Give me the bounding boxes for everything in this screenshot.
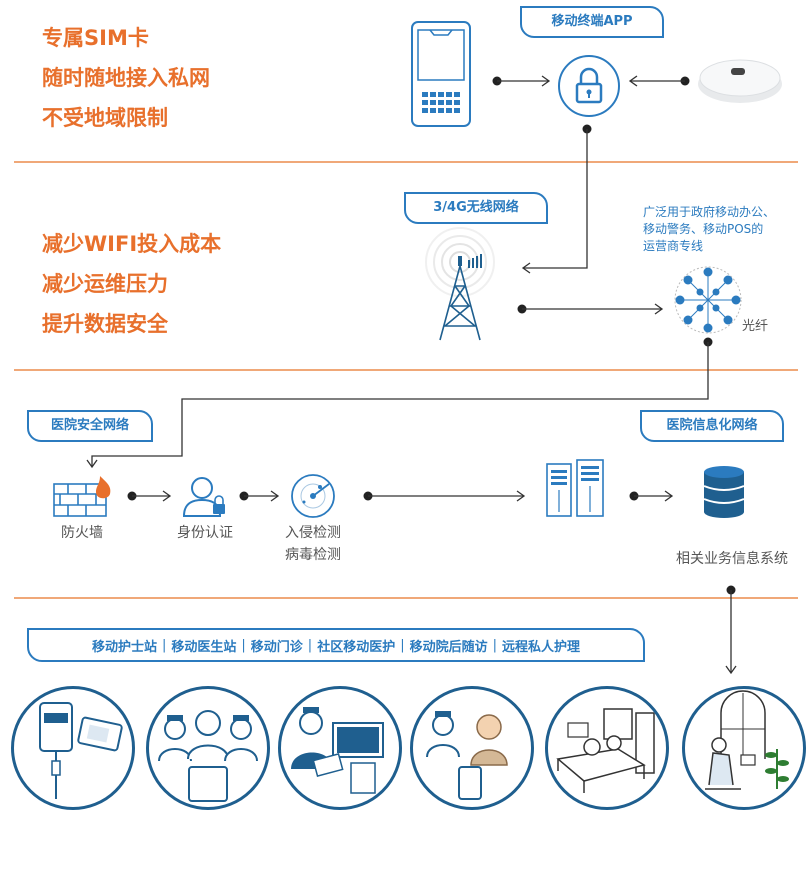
fiber-label: 光纤 <box>742 319 769 334</box>
identity-auth-icon <box>182 477 225 517</box>
followup-scene-icon <box>556 708 655 793</box>
firewall-label: 防火墙 <box>61 525 103 541</box>
connector-fiber-firewall <box>86 337 713 469</box>
server-rack-icon <box>546 459 604 517</box>
scene-outpatient <box>278 686 402 810</box>
cell-tower-icon <box>425 227 495 341</box>
divider-1 <box>14 161 798 163</box>
community-care-scene-icon <box>426 711 508 800</box>
scene-remote-care <box>682 686 806 810</box>
info-system-label: 相关业务信息系统 <box>676 551 788 567</box>
connector-server-database <box>629 490 674 502</box>
iv-drip-scene-icon <box>39 702 123 799</box>
divider-3 <box>14 597 798 599</box>
tag-mobile-app: 移动终端APP <box>520 6 664 38</box>
medical-staff-scene-icon <box>158 710 258 802</box>
identity-label: 身份认证 <box>177 525 233 541</box>
tag-hospital-info: 医院信息化网络 <box>640 410 784 442</box>
scene-nurse-station <box>11 686 135 810</box>
fiber-note-2: 移动警务、移动POS的 <box>643 222 764 236</box>
scene-community-care <box>410 686 534 810</box>
wifi-note-2: 减少运维压力 <box>42 272 168 296</box>
services-bar: 移动护士站| 移动医生站| 移动门诊| 社区移动医护| 移动院后随访| 远程私人… <box>27 628 645 662</box>
phone-icon <box>411 21 471 127</box>
service-nurse-station[interactable]: 移动护士站 <box>91 639 157 655</box>
sim-note-3: 不受地域限制 <box>42 106 168 130</box>
radar-scan-icon <box>291 474 335 518</box>
connector-phone-lock <box>492 75 551 87</box>
connector-firewall-identity <box>127 490 172 502</box>
service-doctor-station[interactable]: 移动医生站 <box>171 639 237 655</box>
tag-wireless: 3/4G无线网络 <box>404 192 548 224</box>
fiber-network-icon <box>674 266 742 334</box>
service-followup[interactable]: 移动院后随访 <box>409 639 488 655</box>
connector-identity-intrusion <box>239 490 280 502</box>
connector-tower-fiber <box>517 303 664 315</box>
virus-label: 病毒检测 <box>285 547 341 563</box>
sim-note-2: 随时随地接入私网 <box>42 66 210 90</box>
connector-intrusion-server <box>363 490 526 502</box>
service-outpatient[interactable]: 移动门诊 <box>250 639 303 655</box>
divider-2 <box>14 369 798 371</box>
database-icon <box>703 466 745 518</box>
outpatient-scene-icon <box>291 707 384 794</box>
connector-lock-tower <box>521 124 592 274</box>
router-device-icon <box>698 59 782 103</box>
firewall-icon <box>53 476 111 517</box>
lock-icon <box>558 55 620 117</box>
connector-info-service <box>725 585 737 675</box>
wifi-note-3: 提升数据安全 <box>42 312 168 336</box>
remote-care-scene-icon <box>705 690 789 790</box>
fiber-note-1: 广泛用于政府移动办公、 <box>643 205 776 219</box>
fiber-note-3: 运营商专线 <box>643 239 704 253</box>
service-community-care[interactable]: 社区移动医护 <box>317 639 396 655</box>
wifi-note-1: 减少WIFI投入成本 <box>42 232 222 256</box>
connector-device-lock <box>628 75 690 87</box>
service-remote-care[interactable]: 远程私人护理 <box>502 639 581 655</box>
scene-doctor-station <box>146 686 270 810</box>
tag-hospital-security: 医院安全网络 <box>27 410 153 442</box>
sim-note-1: 专属SIM卡 <box>42 26 149 50</box>
scene-followup <box>545 686 669 810</box>
intrusion-label: 入侵检测 <box>285 525 341 541</box>
